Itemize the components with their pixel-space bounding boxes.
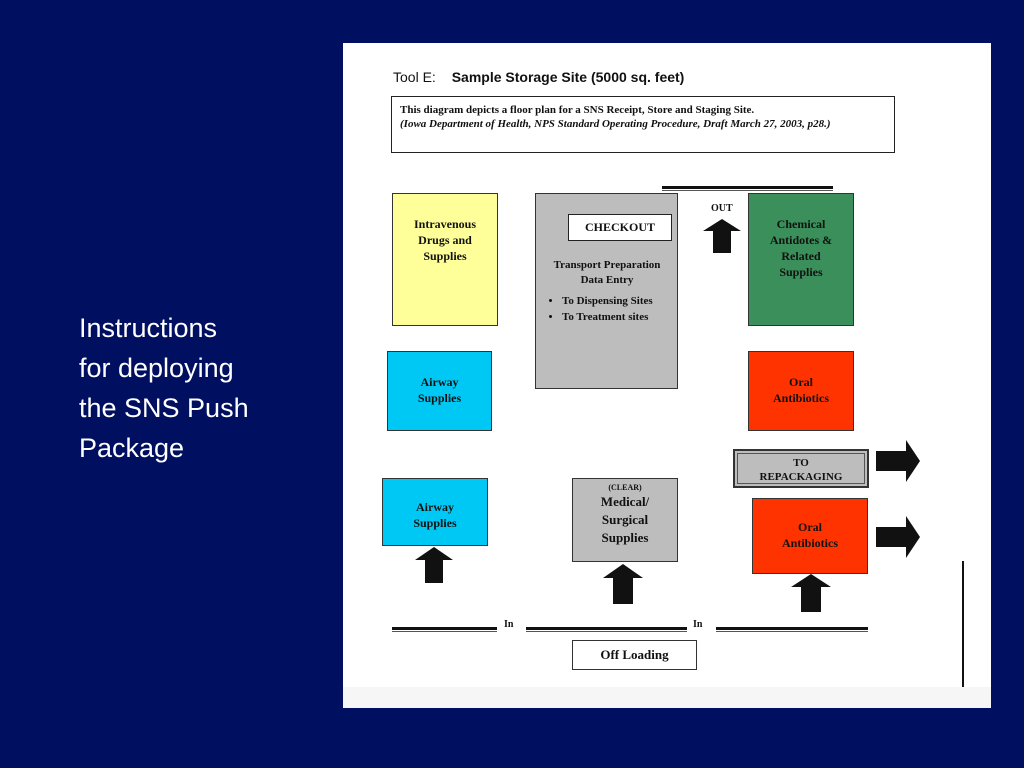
block-medical-surgical: (CLEAR) Medical/ Surgical Supplies xyxy=(572,478,678,562)
description-box: This diagram depicts a floor plan for a … xyxy=(391,96,895,153)
checkout-list: To Dispensing Sites To Treatment sites xyxy=(544,294,692,325)
medical-clear-label: (CLEAR) xyxy=(608,483,642,492)
description-line-1: This diagram depicts a floor plan for a … xyxy=(400,104,755,116)
up-arrow-icon xyxy=(791,574,831,612)
description-line-2: (Iowa Department of Health, NPS Standard… xyxy=(400,118,831,130)
floor-plan-document: Tool E: Sample Storage Site (5000 sq. fe… xyxy=(343,43,991,708)
in-label-right: In xyxy=(693,619,703,630)
block-checkout: CHECKOUT Transport Preparation Data Entr… xyxy=(535,193,678,389)
tool-name: Sample Storage Site (5000 sq. feet) xyxy=(451,69,685,85)
block-airway-supplies-2: Airway Supplies xyxy=(382,478,488,546)
block-to-repackaging: TO REPACKAGING xyxy=(733,449,869,488)
up-arrow-icon xyxy=(703,219,741,253)
block-airway-supplies-1: Airway Supplies xyxy=(387,351,492,431)
document-footer-strip xyxy=(343,687,991,708)
tool-title: Tool E: Sample Storage Site (5000 sq. fe… xyxy=(393,69,684,85)
block-oral-antibiotics-2: Oral Antibiotics xyxy=(752,498,868,574)
checkout-item: To Dispensing Sites xyxy=(562,294,692,309)
slide-caption: Instructions for deploying the SNS Push … xyxy=(79,313,249,463)
bottom-wall-segment xyxy=(392,627,497,632)
off-loading-box: Off Loading xyxy=(572,640,697,670)
in-label-left: In xyxy=(504,619,514,630)
up-arrow-icon xyxy=(603,564,643,604)
bottom-wall-segment xyxy=(716,627,868,632)
checkout-item: To Treatment sites xyxy=(562,310,692,325)
block-intravenous-drugs: Intravenous Drugs and Supplies xyxy=(392,193,498,326)
block-chemical-antidotes: Chemical Antidotes & Related Supplies xyxy=(748,193,854,326)
right-wall-line xyxy=(962,561,964,687)
tool-label: Tool E: xyxy=(393,69,436,85)
checkout-title: CHECKOUT xyxy=(568,214,672,241)
out-label: OUT xyxy=(711,203,733,214)
medical-label: Medical/ Surgical Supplies xyxy=(600,494,650,545)
right-arrow-icon xyxy=(876,440,920,482)
block-oral-antibiotics-1: Oral Antibiotics xyxy=(748,351,854,431)
right-arrow-icon xyxy=(876,516,920,558)
checkout-text: Transport Preparation Data Entry xyxy=(553,259,661,286)
up-arrow-icon xyxy=(415,547,453,583)
bottom-wall-segment xyxy=(526,627,687,632)
top-wall xyxy=(662,186,833,191)
